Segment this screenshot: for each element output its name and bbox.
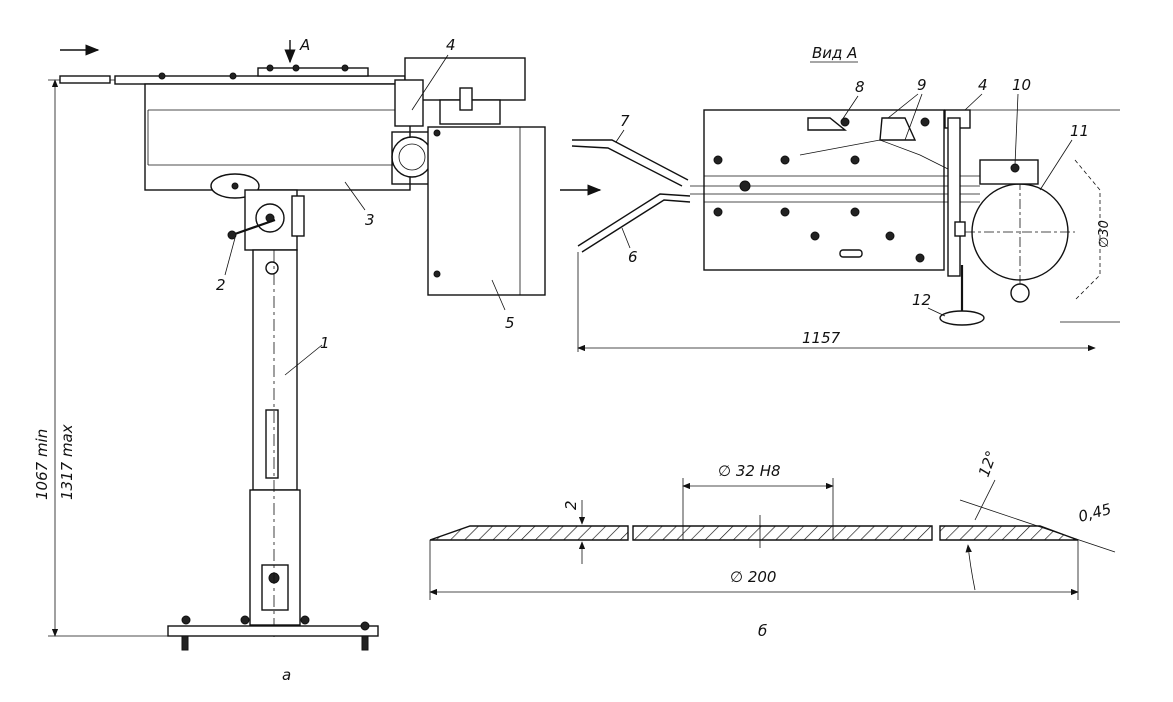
part-label-3: 3 [365, 211, 375, 229]
dim-width: 1157 [802, 329, 841, 347]
part-label-5: 5 [505, 314, 515, 332]
dim-diameter: ∅ 200 [730, 568, 776, 586]
view-a: 1067 min 1317 max А [33, 36, 546, 684]
body-bolts [713, 117, 930, 263]
part-label-4: 4 [446, 36, 456, 54]
dim-height-min: 1067 min [33, 429, 51, 500]
dim-edge: 0,45 [1076, 500, 1113, 526]
view-a-caption: а [282, 666, 291, 684]
part-label-1: 1 [320, 334, 330, 352]
view-b: ∅ 32 H8 2 ∅ 200 12° 0,45 б [429, 448, 1116, 640]
dim-angle: 12° [975, 448, 1001, 479]
part-label-4b: 4 [978, 76, 988, 94]
view-b-caption: б [758, 622, 767, 640]
view-a-title: Вид А [812, 44, 857, 62]
dim-disc-view: ∅30 [1097, 220, 1112, 248]
dim-bore: ∅ 32 H8 [718, 462, 781, 480]
part-label-7: 7 [620, 112, 630, 130]
part-label-9: 9 [917, 76, 927, 94]
dim-thickness: 2 [562, 500, 580, 510]
dim-height-max: 1317 max [58, 424, 76, 500]
part-label-8: 8 [855, 78, 865, 96]
part-label-12: 12 [912, 291, 931, 309]
part-label-10: 10 [1012, 76, 1031, 94]
part-label-2: 2 [216, 276, 226, 294]
part-label-6: 6 [628, 248, 638, 266]
view-top: Вид А [560, 44, 1120, 352]
arrow-a-label: А [299, 36, 310, 54]
part-label-11: 11 [1070, 122, 1089, 140]
